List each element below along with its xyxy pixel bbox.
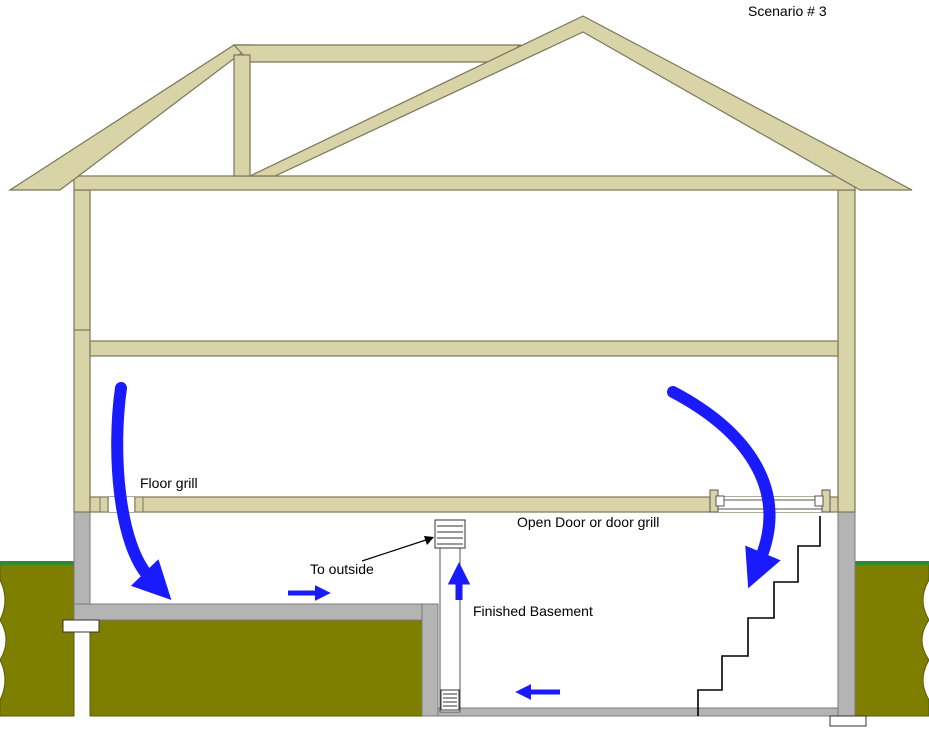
floor-grill-right <box>134 496 144 513</box>
scenario-label: Scenario # 3 <box>748 3 827 19</box>
foundation <box>73 511 856 717</box>
footing-right <box>829 715 867 727</box>
ground-right <box>854 561 929 717</box>
to-outside-label: To outside <box>310 561 374 577</box>
soil-under-slab <box>89 619 423 717</box>
curved-arrow-icon-right <box>667 386 781 589</box>
to-outside-leader <box>361 537 433 562</box>
footing-left <box>62 619 100 633</box>
to-outside-arrowhead <box>424 536 434 545</box>
floor-grill-label: Floor grill <box>140 475 198 491</box>
finished-basement-label: Finished Basement <box>473 603 593 619</box>
house-framing <box>7 15 913 513</box>
basement-stairs <box>697 516 821 716</box>
open-door-label: Open Door or door grill <box>517 514 659 530</box>
exhaust-duct <box>439 547 461 713</box>
exhaust-vent-icon <box>434 519 466 549</box>
ground-left <box>0 561 75 717</box>
return-grill-icon <box>440 689 460 711</box>
curved-arrow-icon <box>111 382 172 601</box>
floor-grill <box>99 496 109 513</box>
